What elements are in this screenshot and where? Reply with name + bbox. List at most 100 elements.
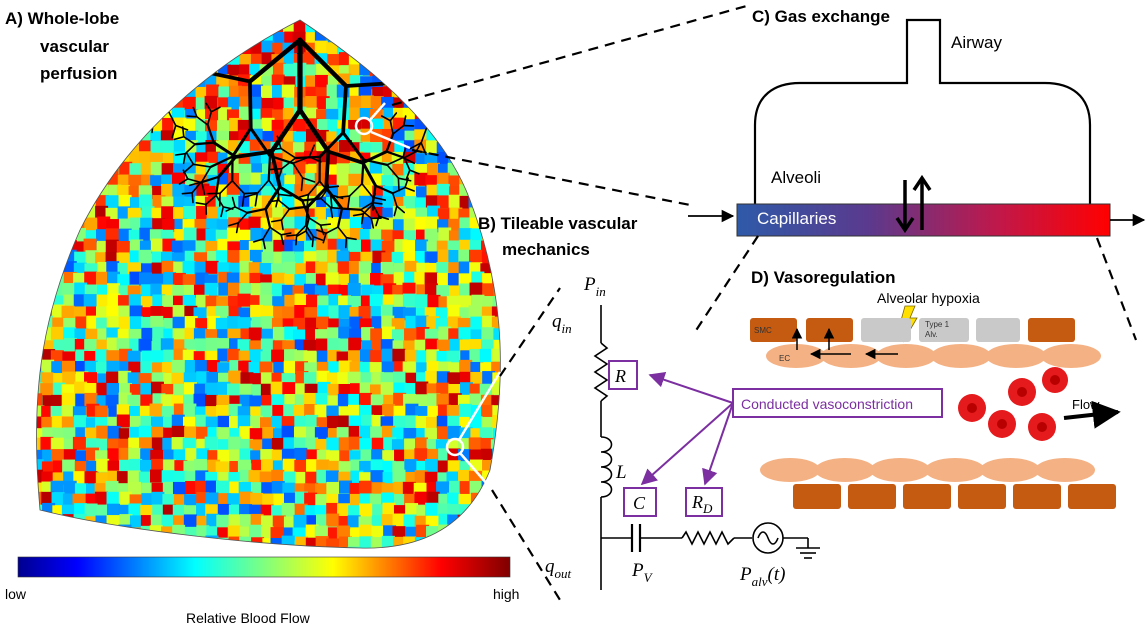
perfusion-cell xyxy=(303,372,317,386)
perfusion-cell xyxy=(36,317,42,331)
perfusion-cell xyxy=(415,381,429,395)
perfusion-cell xyxy=(36,459,44,473)
perfusion-cell xyxy=(118,63,132,77)
vessel-segment xyxy=(267,147,282,151)
perfusion-cell xyxy=(226,272,240,286)
perfusion-cell xyxy=(138,75,152,89)
perfusion-cell xyxy=(129,305,143,319)
perfusion-cell xyxy=(414,31,428,45)
callout-box xyxy=(732,388,943,418)
perfusion-cell xyxy=(503,438,516,451)
perfusion-cell xyxy=(106,109,120,123)
perfusion-cell xyxy=(129,515,143,529)
perfusion-cell xyxy=(504,327,517,340)
vessel-segment xyxy=(325,177,330,189)
perfusion-cell xyxy=(72,184,86,198)
perfusion-cell xyxy=(492,95,501,109)
vessel-segment xyxy=(235,222,240,234)
perfusion-cell xyxy=(316,240,330,254)
perfusion-cell xyxy=(271,438,285,452)
vessel-segment xyxy=(404,186,415,192)
perfusion-cell xyxy=(239,229,253,243)
perfusion-cell xyxy=(184,471,198,485)
perfusion-cell xyxy=(348,31,362,45)
perfusion-cell xyxy=(449,96,463,110)
perfusion-cell xyxy=(239,383,253,397)
perfusion-cell xyxy=(194,338,208,352)
perfusion-cell xyxy=(64,97,78,111)
perfusion-cell xyxy=(405,31,419,45)
vessel-segment xyxy=(424,20,428,22)
perfusion-cell xyxy=(426,361,440,375)
perfusion-cell xyxy=(315,74,329,88)
vessel-segment xyxy=(163,5,175,7)
perfusion-cell xyxy=(349,196,363,210)
perfusion-cell xyxy=(404,459,418,473)
perfusion-cell xyxy=(196,448,210,462)
perfusion-cell xyxy=(481,31,495,45)
perfusion-cell xyxy=(107,460,121,474)
perfusion-cell xyxy=(205,406,219,420)
perfusion-cell xyxy=(151,437,165,451)
perfusion-cell xyxy=(183,20,197,34)
perfusion-cell xyxy=(42,95,56,109)
perfusion-cell xyxy=(249,439,263,453)
perfusion-cell xyxy=(117,206,131,220)
vessel-segment xyxy=(167,109,177,127)
perfusion-cell xyxy=(116,84,130,98)
perfusion-cell xyxy=(173,449,187,463)
perfusion-cell xyxy=(503,538,516,551)
perfusion-cell xyxy=(504,119,517,132)
perfusion-cell xyxy=(205,108,219,122)
perfusion-cell xyxy=(162,75,176,89)
perfusion-cell xyxy=(118,141,132,155)
perfusion-cell xyxy=(152,32,166,46)
perfusion-cell xyxy=(393,415,407,429)
perfusion-cell xyxy=(84,98,98,112)
perfusion-cell xyxy=(359,361,373,375)
perfusion-cell xyxy=(128,527,142,541)
perfusion-cell xyxy=(215,305,229,319)
perfusion-cell xyxy=(293,404,307,418)
perfusion-cell xyxy=(481,96,495,110)
perfusion-cell xyxy=(337,218,351,232)
perfusion-cell xyxy=(40,436,54,450)
perfusion-cell xyxy=(96,458,110,472)
perfusion-cell xyxy=(182,437,196,451)
vessel-segment xyxy=(264,207,272,229)
perfusion-cell xyxy=(151,426,165,440)
perfusion-cell xyxy=(270,537,284,549)
perfusion-cell xyxy=(41,537,55,549)
perfusion-cell xyxy=(73,194,87,208)
perfusion-cell xyxy=(129,458,143,472)
perfusion-cell xyxy=(141,327,155,341)
panel-b-title: B) Tileable vascular mechanics xyxy=(478,214,638,259)
perfusion-cell xyxy=(358,392,372,406)
perfusion-cell xyxy=(348,337,362,351)
perfusion-cell xyxy=(50,130,64,144)
perfusion-cell xyxy=(325,20,339,34)
perfusion-cell xyxy=(304,64,318,78)
vasoconstriction-callout: Conducted vasoconstriction xyxy=(640,372,943,486)
perfusion-cell xyxy=(260,372,274,386)
perfusion-cell xyxy=(328,305,342,319)
perfusion-cell xyxy=(172,537,186,549)
perfusion-cell xyxy=(41,153,55,167)
perfusion-cell xyxy=(140,415,154,429)
vessel-segment xyxy=(231,196,236,208)
perfusion-cell xyxy=(370,272,384,286)
vessel-segment xyxy=(340,207,362,211)
perfusion-cell xyxy=(370,350,384,364)
perfusion-cell xyxy=(393,53,407,67)
perfusion-cell xyxy=(51,97,65,111)
perfusion-cell xyxy=(172,183,186,197)
perfusion-cell xyxy=(172,481,186,495)
perfusion-cell xyxy=(36,241,42,255)
vessel-segment xyxy=(453,36,459,51)
perfusion-cell xyxy=(74,381,88,395)
perfusion-cell xyxy=(128,186,142,200)
perfusion-cell xyxy=(404,328,418,342)
perfusion-cell xyxy=(138,249,152,263)
perfusion-cell xyxy=(259,263,273,277)
perfusion-cell xyxy=(380,382,394,396)
